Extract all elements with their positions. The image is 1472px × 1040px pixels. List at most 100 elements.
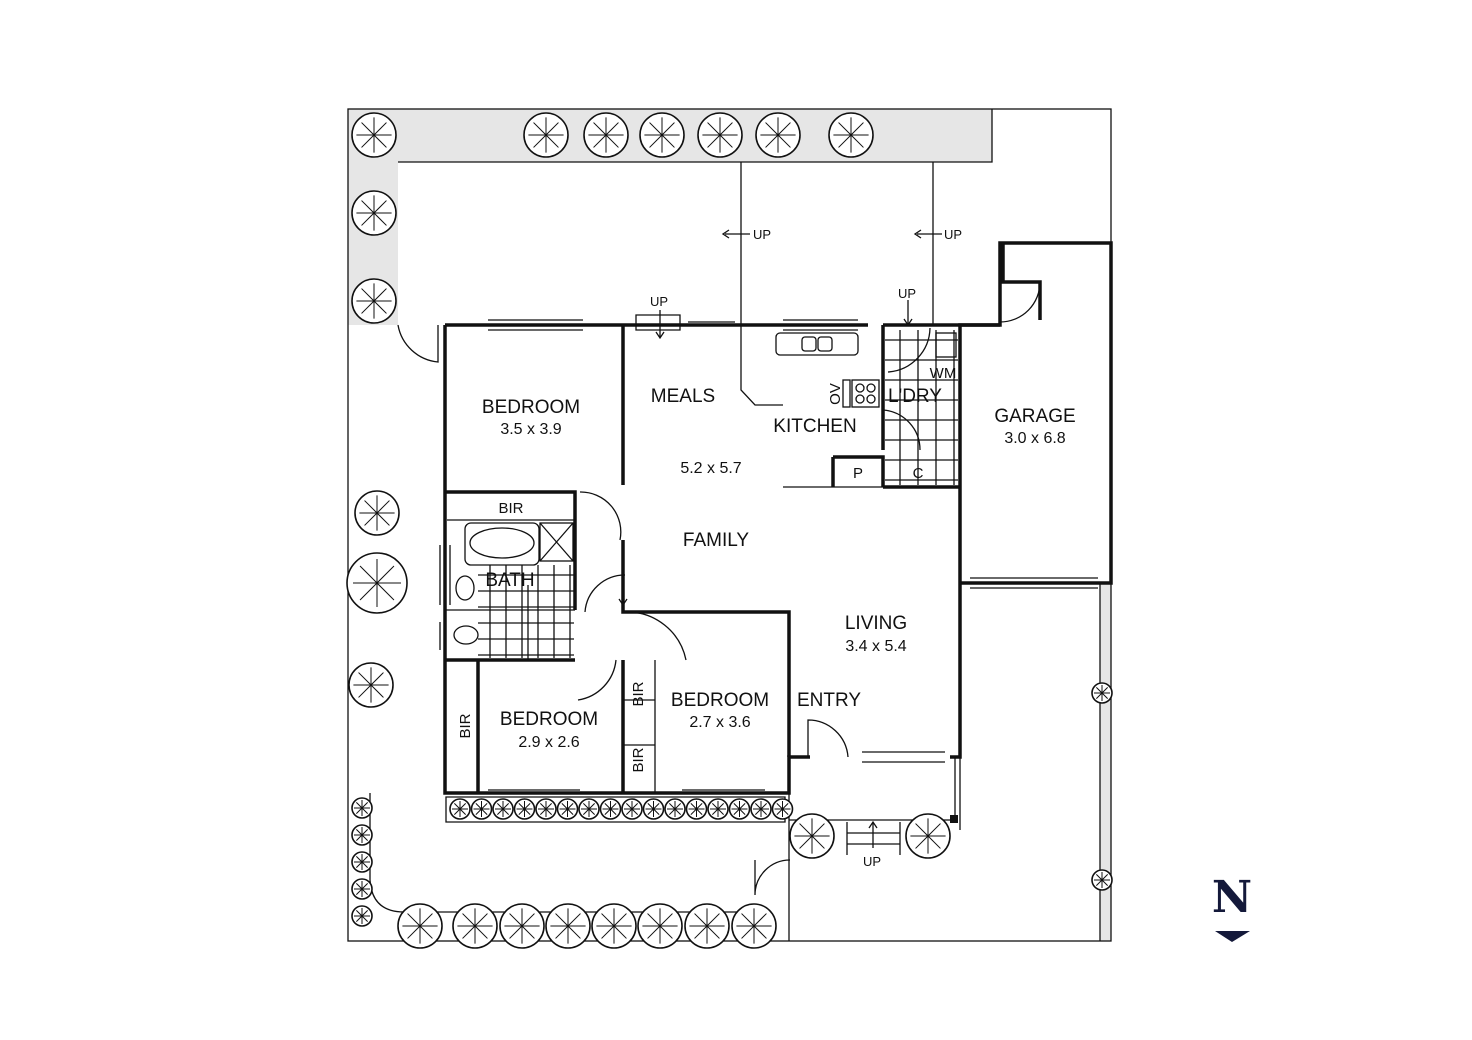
room-entry: ENTRY [797, 690, 861, 711]
garden-bed-front [445, 796, 786, 823]
tree-icon [728, 798, 751, 820]
washing-machine-icon [935, 332, 957, 358]
room-meals: MEALS [651, 386, 715, 407]
stove-icon [851, 379, 880, 408]
bir-label: BIR [630, 747, 647, 772]
tree-icon [685, 798, 708, 820]
garage-door-swing [999, 281, 1041, 323]
vanity-basin-icon [455, 575, 475, 601]
up-label: UP [898, 286, 916, 301]
up-label: UP [650, 294, 668, 309]
tree-icon [452, 903, 498, 949]
tree-icon [637, 903, 683, 949]
tree-icon [513, 798, 536, 820]
tree-icon [755, 112, 801, 158]
tree-icon [731, 903, 777, 949]
front-steps [846, 822, 901, 855]
tree-icon [499, 903, 545, 949]
tree-icon [621, 798, 643, 820]
tree-icon [351, 824, 373, 846]
tree-icon [449, 798, 471, 820]
tree-icon [492, 798, 514, 820]
room-bath: BATH [485, 570, 534, 591]
tree-icon [556, 798, 579, 820]
kitchen-sink-icon [775, 332, 859, 356]
tree-icon [470, 798, 493, 820]
ov-label: OV [827, 383, 844, 405]
north-label: N [1212, 872, 1252, 923]
shower-icon [539, 522, 574, 562]
tree-icon [1091, 869, 1113, 891]
trees [346, 112, 1113, 949]
garage-door-wall [1001, 243, 1042, 320]
room-kitchen: KITCHEN [773, 416, 856, 437]
room-bedroom-3-size: 2.9 x 2.6 [518, 734, 579, 751]
tree-icon [1091, 682, 1113, 704]
tree-icon [905, 813, 951, 859]
up-label: UP [753, 227, 771, 242]
bir-label: BIR [498, 500, 523, 517]
tree-icon [750, 798, 772, 820]
tree-icon [697, 112, 743, 158]
tree-icon [771, 798, 794, 820]
garage-window [970, 577, 1098, 589]
room-meals-size: 5.2 x 5.7 [680, 460, 741, 477]
tree-icon [684, 903, 730, 949]
windows [439, 314, 945, 791]
bathtub-icon [469, 527, 535, 559]
tree-icon [599, 798, 622, 820]
tree-icon [639, 112, 685, 158]
garden-bed-east [1100, 583, 1111, 941]
room-bedroom-3: BEDROOM [500, 709, 598, 730]
tree-icon [351, 797, 373, 819]
laundry-tiles [885, 330, 958, 485]
bir-label: BIR [457, 713, 474, 738]
tree-icon [583, 112, 629, 158]
room-laundry: L'DRY [888, 386, 942, 407]
tree-icon [348, 662, 394, 708]
tree-icon [523, 112, 569, 158]
north-arrow-icon [1215, 931, 1250, 942]
room-living: LIVING [845, 613, 907, 634]
tree-icon [351, 851, 373, 873]
tree-icon [578, 798, 600, 820]
room-bedroom-1: BEDROOM [482, 397, 580, 418]
tree-icon [642, 798, 665, 820]
tree-icon [789, 813, 835, 859]
tree-icon [397, 903, 443, 949]
tree-icon [351, 878, 373, 900]
room-family: FAMILY [683, 530, 749, 551]
up-label: UP [863, 854, 881, 869]
tree-icon [351, 190, 397, 236]
room-bedroom-2: BEDROOM [671, 690, 769, 711]
room-garage-size: 3.0 x 6.8 [1004, 430, 1065, 447]
step-line-1 [740, 162, 783, 406]
bath-tiles [478, 565, 574, 658]
tree-icon [591, 903, 637, 949]
cupboard-label: C [913, 465, 924, 482]
exterior-wall-east [950, 323, 1000, 759]
tree-icon [351, 905, 373, 927]
step-arrows [618, 229, 942, 848]
tree-icon [664, 798, 686, 820]
bir-label: BIR [630, 681, 647, 706]
wm-label: WM [930, 365, 957, 382]
room-bedroom-1-size: 3.5 x 3.9 [500, 421, 561, 438]
pantry-label: P [853, 465, 863, 482]
up-label: UP [944, 227, 962, 242]
room-bedroom-2-size: 2.7 x 3.6 [689, 714, 750, 731]
tree-icon [351, 112, 397, 158]
garden-edge-north [398, 109, 993, 163]
tree-icon [535, 798, 557, 820]
tree-icon [351, 278, 397, 324]
tree-icon [354, 490, 400, 536]
tree-icon [707, 798, 729, 820]
room-living-size: 3.4 x 5.4 [845, 638, 906, 655]
tree-icon [828, 112, 874, 158]
tree-icon [346, 552, 408, 614]
room-garage: GARAGE [994, 406, 1075, 427]
porch-outline [788, 757, 961, 941]
oven-icon [842, 379, 851, 408]
toilet-icon [453, 625, 479, 645]
